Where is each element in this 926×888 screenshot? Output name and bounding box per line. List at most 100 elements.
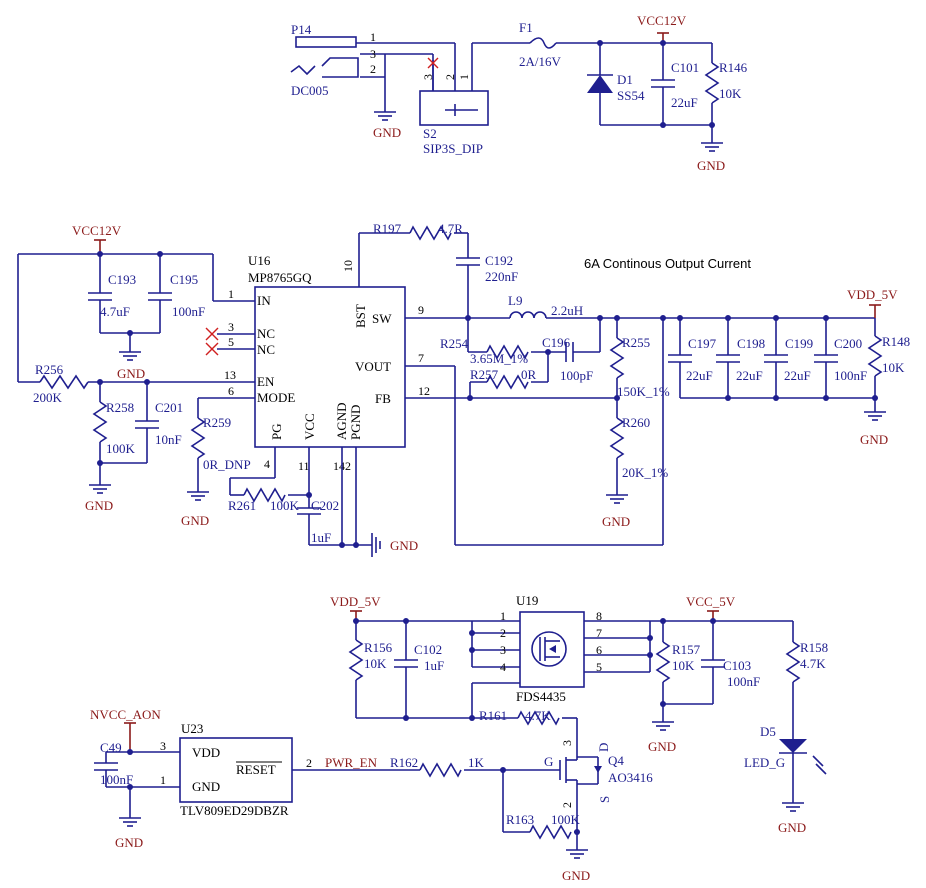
c198-label: C198 [737, 336, 765, 351]
u19-pin-7: 7 [596, 626, 602, 640]
u16-pin-nc2: NC [257, 342, 275, 357]
r146-value: 10K [719, 86, 742, 101]
u16-pin-num-12: 12 [418, 384, 430, 398]
c195-value: 100nF [172, 304, 205, 319]
u19-part: FDS4435 [516, 689, 566, 704]
c200-label: C200 [834, 336, 862, 351]
u16-pin-num-3: 3 [228, 320, 234, 334]
c201-value: 10nF [155, 432, 182, 447]
u23-label: U23 [181, 721, 203, 736]
r258-value: 100K [106, 441, 136, 456]
ground-icon [186, 491, 210, 501]
u16-pin-num-9: 9 [418, 303, 424, 317]
u16-pin-pgnd: PGND [348, 405, 363, 440]
c199-value: 22uF [784, 368, 811, 383]
u16-ic-body [254, 286, 406, 448]
s2-label: S2 [423, 126, 437, 141]
resistor-icon [190, 417, 206, 459]
resistor-icon [92, 401, 108, 443]
ground-icon [700, 142, 724, 152]
resistor-icon [609, 417, 625, 459]
r260-value: 20K_1% [622, 465, 668, 480]
r256-value: 200K [33, 390, 63, 405]
dc005-label: DC005 [291, 83, 329, 98]
fuse-icon [529, 37, 557, 49]
resistor-icon [486, 374, 529, 390]
ground-icon [651, 721, 675, 731]
r162-value: 1K [468, 755, 485, 770]
d5-label: D5 [760, 724, 776, 739]
r255-value: 150K_1% [617, 384, 670, 399]
u16-part: MP8765GQ [248, 270, 312, 285]
c103-label: C103 [723, 658, 751, 673]
resistor-icon [409, 225, 452, 241]
q4-pin-s: S [597, 796, 612, 803]
c195-label: C195 [170, 272, 198, 287]
gnd-label: GND [117, 366, 145, 381]
r158-value: 4.7K [800, 656, 826, 671]
l9-label: L9 [508, 293, 522, 308]
u16-pin-vout: VOUT [355, 359, 391, 374]
u16-pin-num-7: 7 [418, 351, 424, 365]
resistor-icon [243, 487, 286, 503]
d5-value: LED_G [744, 755, 785, 770]
c198-value: 22uF [736, 368, 763, 383]
u16-pin-bst: BST [353, 304, 368, 328]
gnd-label: GND [85, 498, 113, 513]
r258-label: R258 [106, 400, 134, 415]
r259-value: 0R_DNP [203, 457, 251, 472]
r261-value: 100K [270, 498, 300, 513]
c193-value: 4.7uF [100, 304, 130, 319]
jack-pin-1: 1 [370, 30, 376, 44]
ground-icon [118, 351, 142, 361]
d1-label: D1 [617, 72, 633, 87]
u23-pin-reset: RESET [236, 762, 276, 777]
p-mosfet-icon [531, 631, 567, 667]
vdd5v-label-2: VDD_5V [330, 594, 381, 609]
r256-label: R256 [35, 362, 64, 377]
gnd-label: GND [562, 868, 590, 883]
resistor-icon [704, 62, 720, 104]
r161-value: 4.7K [525, 708, 551, 723]
u16-pin-mode: MODE [257, 390, 295, 405]
resistor-icon [486, 344, 529, 360]
c192-value: 220nF [485, 269, 518, 284]
r261-label: R261 [228, 498, 256, 513]
c202-label: C202 [311, 498, 339, 513]
resistor-icon [529, 824, 572, 840]
c200-value: 100nF [834, 368, 867, 383]
u16-pin-num-13: 13 [224, 368, 236, 382]
s2-switch-body [419, 90, 489, 126]
c101-value: 22uF [671, 95, 698, 110]
q4-pin-g: G [544, 754, 553, 769]
u16-pin-vcc: VCC [302, 413, 317, 440]
u23-pin-num-3: 3 [160, 739, 166, 753]
gnd-label: GND [648, 739, 676, 754]
r156-value: 10K [364, 656, 387, 671]
q4-pin-d: D [596, 743, 611, 752]
r197-value: 4.7R [438, 221, 463, 236]
inductor-icon [509, 311, 547, 319]
resistor-icon [867, 335, 883, 377]
jack-pin-2: 2 [370, 62, 376, 76]
r260-label: R260 [622, 415, 650, 430]
r161-label: R161 [479, 708, 507, 723]
s2-pin-1: 1 [457, 74, 471, 80]
resistor-icon [655, 641, 671, 683]
gnd-label: GND [115, 835, 143, 850]
c202-value: 1uF [311, 530, 331, 545]
ground-icon [605, 494, 629, 504]
r257-value: 0R [521, 367, 537, 382]
ground-icon [373, 111, 397, 121]
r157-value: 10K [672, 658, 695, 673]
r257-label: R257 [470, 367, 499, 382]
c196-value: 100pF [560, 368, 593, 383]
u23-pin-gnd: GND [192, 779, 220, 794]
vdd5v-label: VDD_5V [847, 287, 898, 302]
ground-icon [781, 802, 805, 812]
u23-ic-body [179, 737, 293, 803]
u16-pin-fb: FB [375, 391, 391, 406]
c197-value: 22uF [686, 368, 713, 383]
diode-d1-icon [587, 75, 613, 93]
